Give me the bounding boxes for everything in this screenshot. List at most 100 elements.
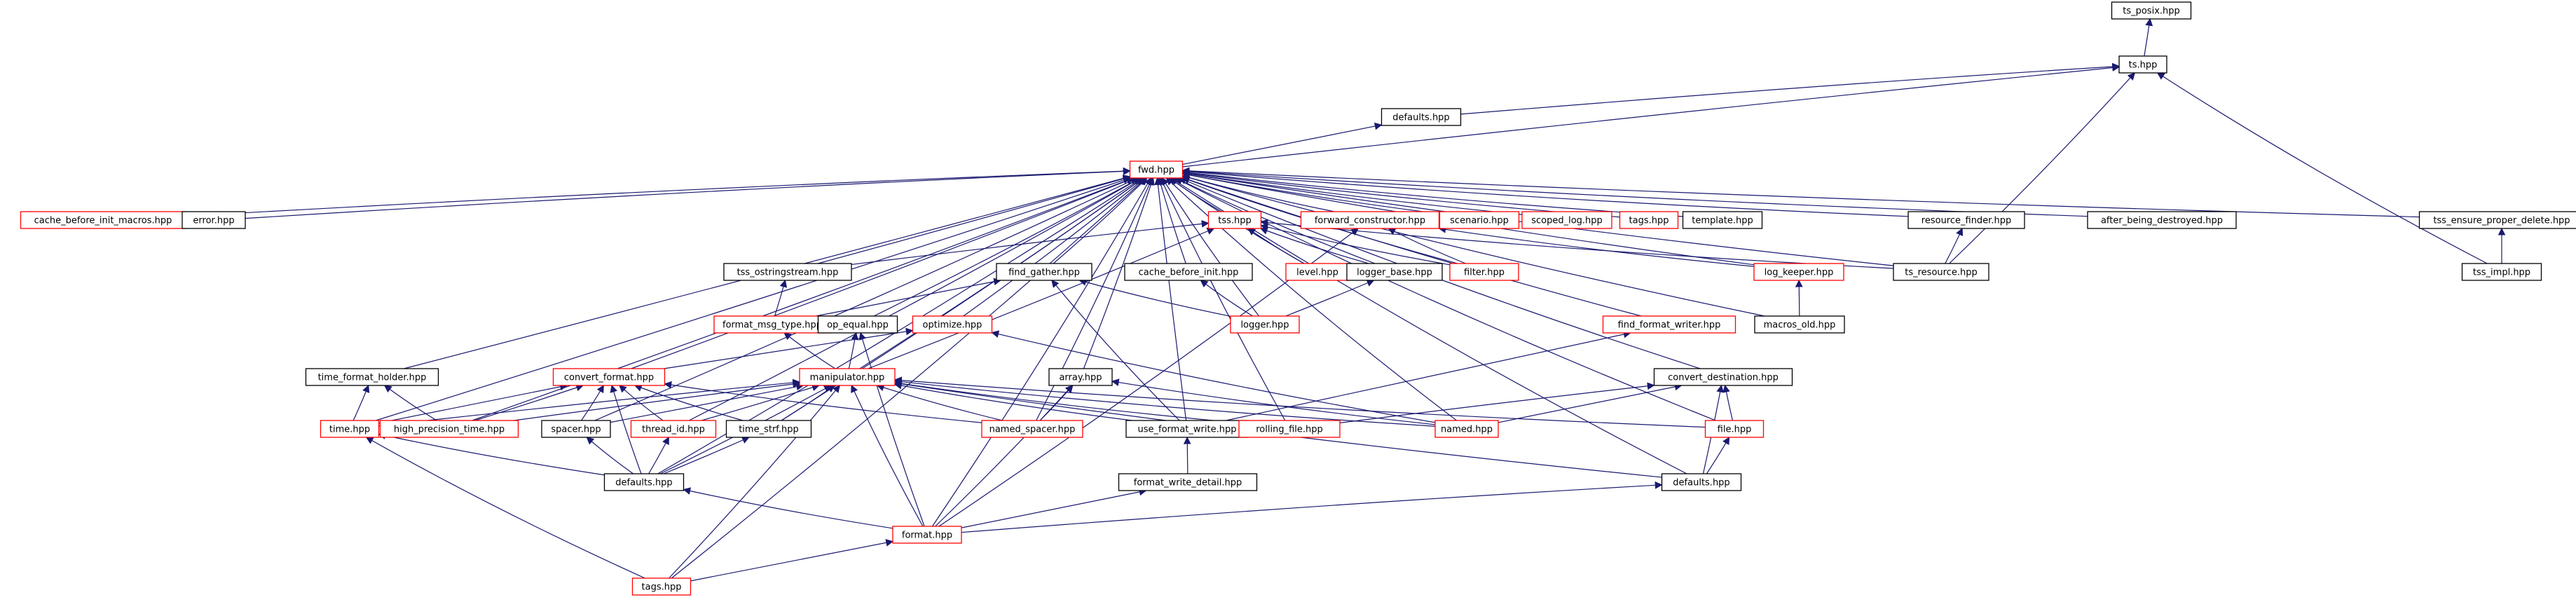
edge-format-to-defaults_right	[961, 481, 1663, 533]
node-box	[996, 263, 1092, 281]
edge-high_precision_time-to-manipulator	[514, 380, 801, 421]
node-box	[2461, 263, 2542, 281]
edge-fwd-to-defaults_top	[1182, 122, 1383, 165]
node-label: logger.hpp	[1240, 320, 1289, 331]
node-defaults-right[interactable]: defaults.hpp	[1661, 473, 1742, 491]
node-tss-impl[interactable]: tss_impl.hpp	[2461, 263, 2542, 281]
edge-thread_id-to-manipulator	[701, 383, 820, 421]
node-box	[379, 420, 519, 438]
node-fwd[interactable]: fwd.hpp	[1129, 160, 1184, 179]
node-ts-resource[interactable]: ts_resource.hpp	[1893, 263, 1989, 281]
node-rolling-file[interactable]: rolling_file.hpp	[1238, 420, 1341, 438]
node-label: convert_format.hpp	[564, 373, 654, 383]
node-level[interactable]: level.hpp	[1285, 263, 1350, 281]
node-label: named_spacer.hpp	[989, 425, 1076, 435]
node-file[interactable]: file.hpp	[1704, 420, 1765, 438]
node-find-gather[interactable]: find_gather.hpp	[996, 263, 1092, 281]
node-label: rolling_file.hpp	[1256, 425, 1323, 435]
node-box	[305, 368, 439, 386]
node-array[interactable]: array.hpp	[1048, 368, 1113, 386]
node-tags-top[interactable]: tags.hpp	[1619, 211, 1679, 229]
node-label: optimize.hpp	[923, 320, 982, 331]
node-spacer[interactable]: spacer.hpp	[541, 420, 611, 438]
edge-named_spacer-to-convert_format	[664, 381, 982, 423]
node-label: level.hpp	[1296, 268, 1338, 278]
edge-format_write_detail-to-use_format_write	[1183, 436, 1191, 474]
node-box	[1238, 420, 1341, 438]
node-ts-posix: ts_posix.hpp	[2111, 1, 2192, 20]
node-tags-bottom[interactable]: tags.hpp	[631, 577, 692, 596]
edge-manipulator-to-tss	[868, 227, 1215, 369]
node-op-equal[interactable]: op_equal.hpp	[817, 315, 898, 334]
node-box	[1125, 420, 1249, 438]
node-label: use_format_write.hpp	[1138, 425, 1237, 435]
edge-logger_base-to-fwd	[1174, 177, 1376, 264]
node-named-spacer[interactable]: named_spacer.hpp	[981, 420, 1083, 438]
node-convert-destination[interactable]: convert_destination.hpp	[1653, 368, 1793, 386]
node-box	[2087, 211, 2237, 229]
node-box	[817, 315, 898, 334]
node-after-being-destroyed[interactable]: after_being_destroyed.hpp	[2087, 211, 2237, 229]
node-ts[interactable]: ts.hpp	[2118, 55, 2167, 74]
node-macros-old[interactable]: macros_old.hpp	[1754, 315, 1845, 334]
node-find-format-writer[interactable]: find_format_writer.hpp	[1602, 315, 1736, 334]
node-convert-format[interactable]: convert_format.hpp	[552, 368, 666, 386]
node-cache-before-init-macros[interactable]: cache_before_init_macros.hpp	[20, 211, 186, 229]
node-time-strf[interactable]: time_strf.hpp	[725, 420, 812, 438]
node-box	[981, 420, 1083, 438]
node-log-keeper[interactable]: log_keeper.hpp	[1753, 263, 1844, 281]
node-time-format-holder[interactable]: time_format_holder.hpp	[305, 368, 439, 386]
node-tss[interactable]: tss.hpp	[1207, 211, 1262, 229]
node-manipulator[interactable]: manipulator.hpp	[799, 368, 896, 386]
node-thread-id[interactable]: thread_id.hpp	[630, 420, 717, 438]
edge-defaults_mid-to-time	[378, 432, 605, 476]
node-resource-finder[interactable]: resource_finder.hpp	[1907, 211, 2025, 229]
node-label: tss_impl.hpp	[2473, 268, 2530, 278]
node-named[interactable]: named.hpp	[1434, 420, 1499, 438]
node-box	[1381, 108, 1462, 126]
node-label: ts_resource.hpp	[1905, 268, 1977, 278]
node-logger-base[interactable]: logger_base.hpp	[1346, 263, 1443, 281]
node-label: find_gather.hpp	[1008, 268, 1080, 278]
node-label: filter.hpp	[1464, 268, 1505, 278]
node-defaults-top[interactable]: defaults.hpp	[1381, 108, 1462, 126]
node-format-write-detail[interactable]: format_write_detail.hpp	[1118, 473, 1258, 491]
node-label: cache_before_init.hpp	[1139, 268, 1239, 278]
node-label: macros_old.hpp	[1764, 320, 1836, 331]
node-format-msg-type[interactable]: format_msg_type.hpp	[713, 315, 831, 334]
edge-manipulator-to-op_equal	[848, 331, 859, 369]
edge-time-to-fwd	[376, 176, 1131, 421]
node-template[interactable]: template.hpp	[1682, 211, 1763, 229]
node-box	[603, 473, 685, 491]
node-filter[interactable]: filter.hpp	[1449, 263, 1519, 281]
node-high-precision-time[interactable]: high_precision_time.hpp	[379, 420, 519, 438]
node-box	[1893, 263, 1989, 281]
node-label: log_keeper.hpp	[1765, 268, 1834, 278]
node-logger[interactable]: logger.hpp	[1230, 315, 1300, 334]
node-scenario[interactable]: scenario.hpp	[1439, 211, 1520, 229]
node-box	[1300, 211, 1440, 229]
node-box	[2418, 211, 2576, 229]
edge-defaults_mid-to-convert_format	[610, 384, 642, 474]
edge-ts_resource-to-tss	[1260, 219, 1894, 269]
node-cache-before-init[interactable]: cache_before_init.hpp	[1124, 263, 1253, 281]
edge-time_strf-to-convert_format	[633, 384, 744, 421]
node-box	[1207, 211, 1262, 229]
node-defaults-mid[interactable]: defaults.hpp	[603, 473, 685, 491]
node-label: resource_finder.hpp	[1921, 216, 2011, 226]
edge-cache_before_init-to-fwd	[1157, 177, 1186, 264]
edge-log_keeper-to-forward_constructor	[1438, 225, 1755, 267]
node-optimize[interactable]: optimize.hpp	[912, 315, 993, 334]
node-time[interactable]: time.hpp	[320, 420, 380, 438]
node-box	[1619, 211, 1679, 229]
node-forward-constructor[interactable]: forward_constructor.hpp	[1300, 211, 1440, 229]
node-format[interactable]: format.hpp	[892, 526, 962, 544]
node-error[interactable]: error.hpp	[181, 211, 246, 229]
node-use-format-write[interactable]: use_format_write.hpp	[1125, 420, 1249, 438]
node-tss-ostringstream[interactable]: tss_ostringstream.hpp	[723, 263, 852, 281]
node-tss-ensure-proper-delete[interactable]: tss_ensure_proper_delete.hpp	[2418, 211, 2576, 229]
node-scoped-log[interactable]: scoped_log.hpp	[1521, 211, 1612, 229]
edge-rolling_file-to-convert_destination	[1339, 382, 1655, 423]
edge-filter-to-tss	[1260, 223, 1451, 266]
edge-format_msg_type-to-tss_ostringstream	[774, 279, 788, 317]
